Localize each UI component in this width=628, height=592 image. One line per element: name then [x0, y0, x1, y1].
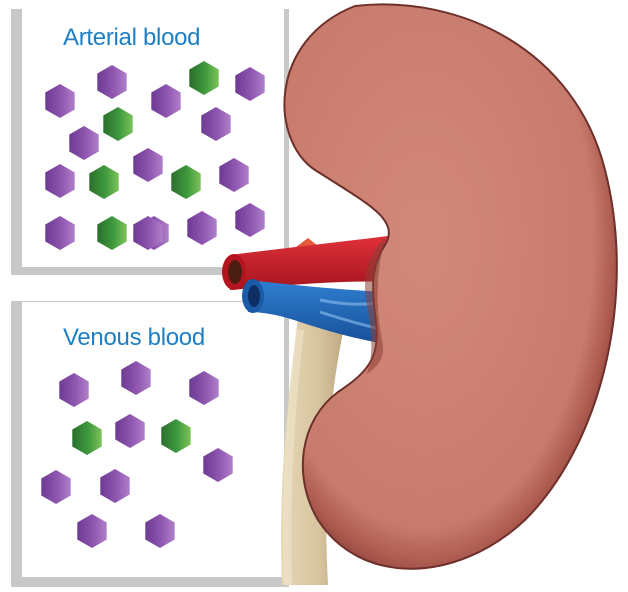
- renal-artery-lumen: [228, 260, 242, 284]
- renal-vein-lumen: [248, 285, 260, 307]
- arterial-blood-panel: Arterial blood: [11, 2, 289, 275]
- kidney-icon: [284, 4, 616, 568]
- venous-blood-panel: Venous blood: [11, 301, 289, 587]
- arterial-panel-title: Arterial blood: [63, 24, 200, 51]
- venous-panel-title: Venous blood: [63, 324, 205, 351]
